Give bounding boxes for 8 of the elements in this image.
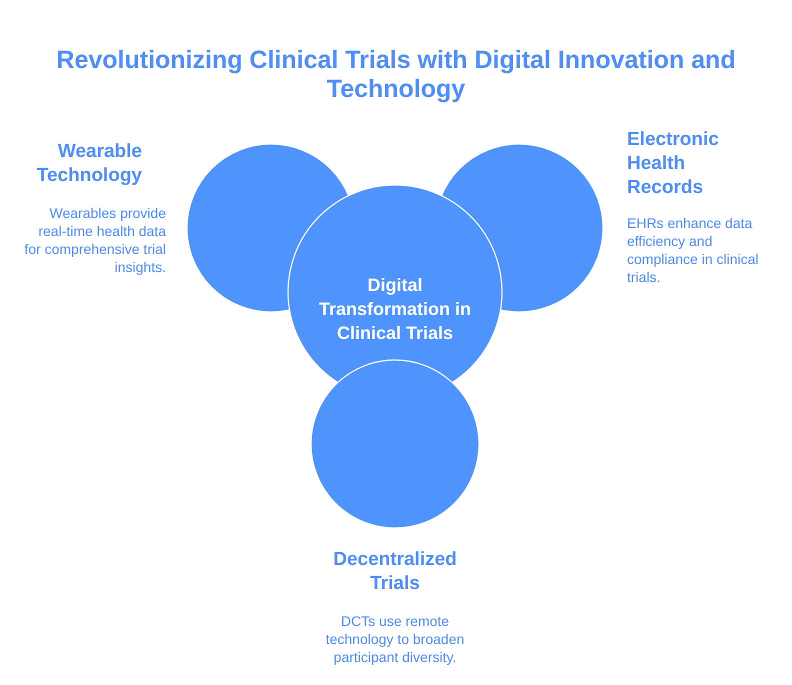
description-text: EHRs enhance data efficiency and compliance in clinical trials. (627, 214, 760, 286)
heading: Electronic Health Records (627, 128, 720, 200)
description-text: DCTs use remote technology to broaden participant diversity. (325, 612, 465, 666)
heading: Decentralized Trials (332, 548, 458, 596)
description-text: Wearables provide real-time health data for comprehensive trial insights. (24, 204, 166, 276)
title: Revolutionizing Clinical Trials with Digital Innovation and Technology (55, 46, 737, 104)
heading: Wearable Technology (36, 140, 142, 188)
heading: Digital Transformation in Clinical Trials (318, 274, 472, 345)
